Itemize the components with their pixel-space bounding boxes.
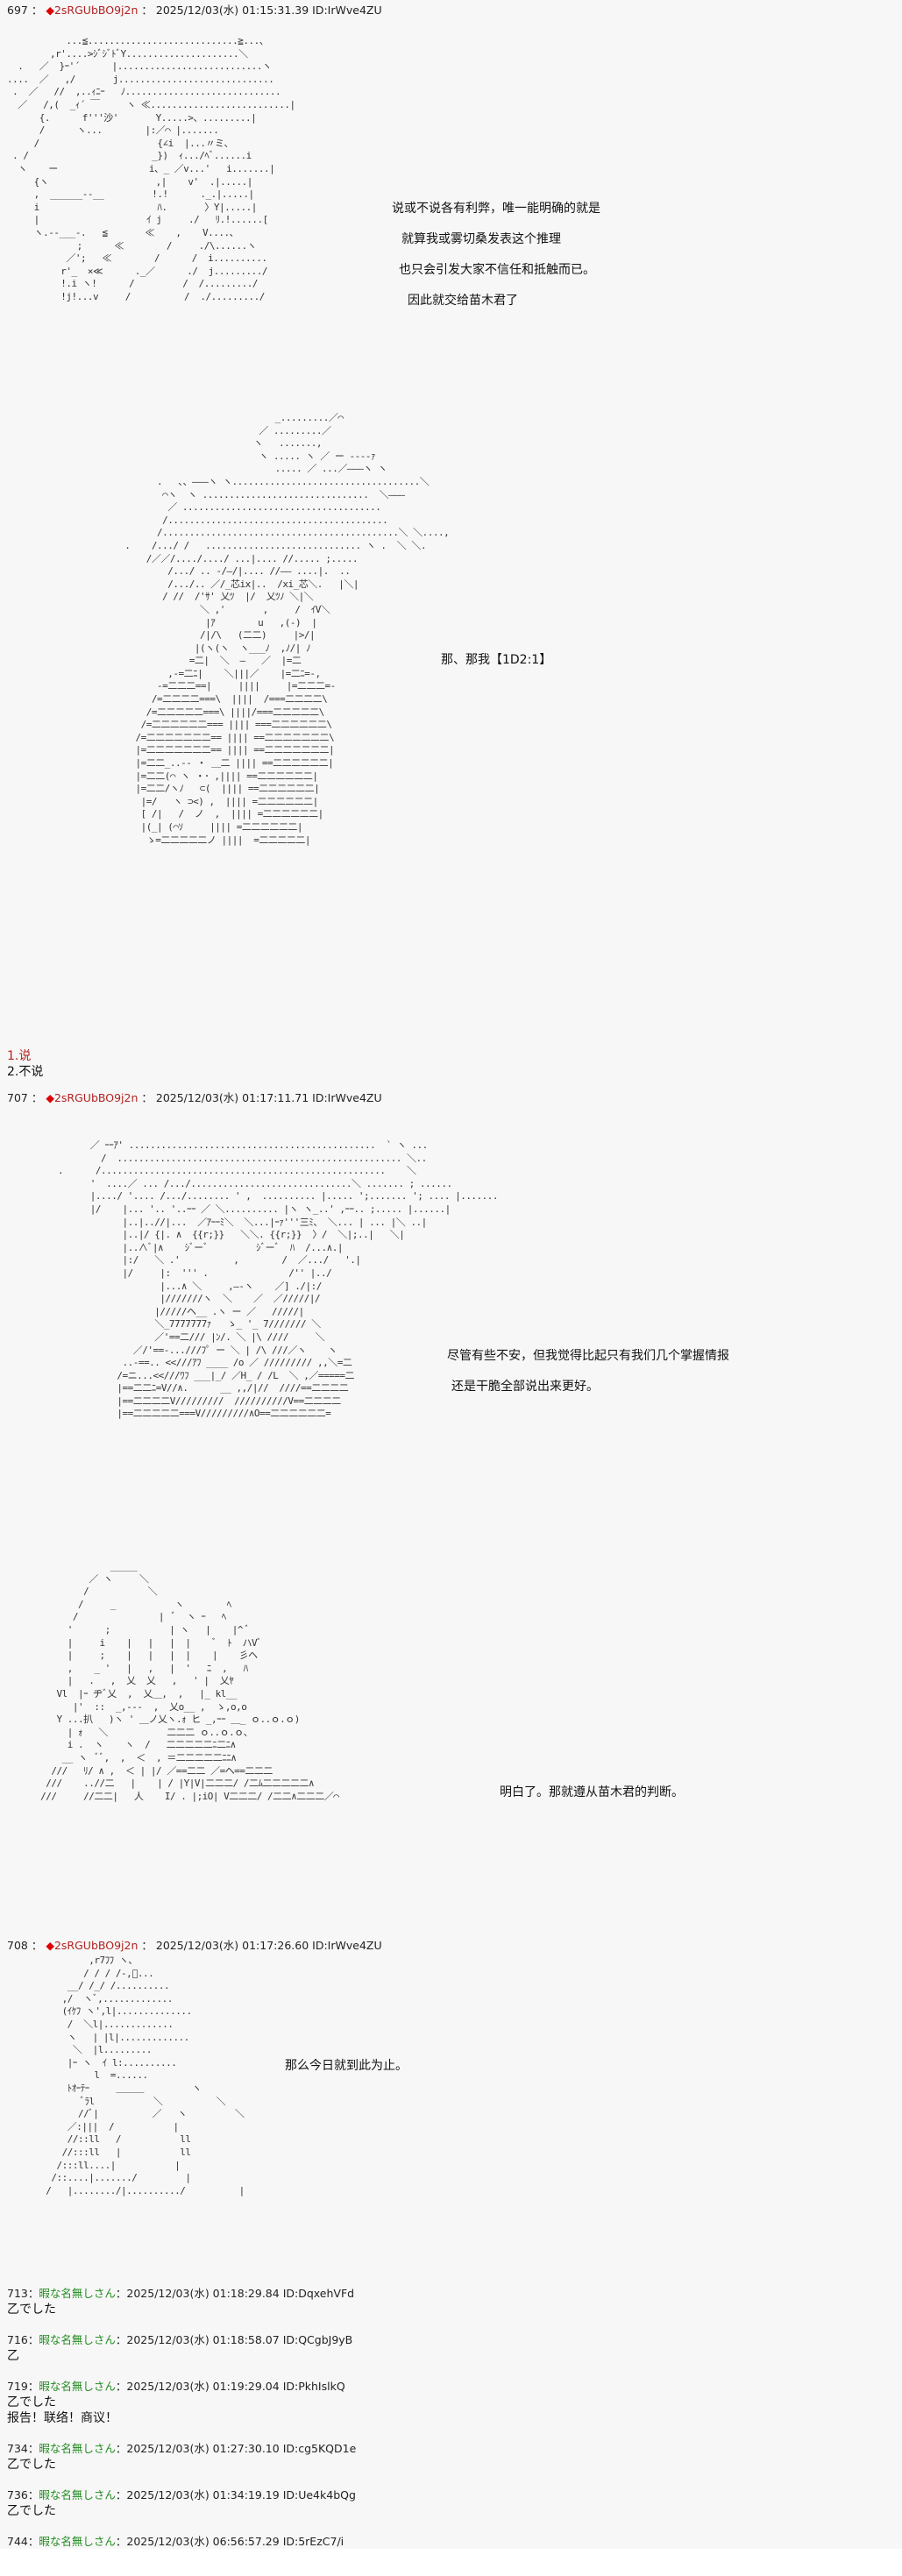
- reply-header: 716：暇な名無しさん：2025/12/03(水) 01:18:58.07 ID…: [7, 2333, 352, 2347]
- author-name[interactable]: 暇な名無しさん: [39, 2488, 116, 2501]
- post-header-707: 707 ： ◆2sRGUbBO9j2n ： 2025/12/03(水) 01:1…: [7, 1091, 382, 1105]
- post-id[interactable]: ID:Ue4k4bQg: [282, 2488, 356, 2501]
- post-date: 2025/12/03(水) 01:15:31.39: [155, 4, 309, 17]
- dialogue-line: 还是干脆全部说出来更好。: [451, 1380, 599, 1394]
- reply-text: 报告！联络！商议！: [7, 2411, 117, 2425]
- diamond-icon: ◆: [46, 1939, 54, 1952]
- dialogue-line: 那么今日就到此为止。: [285, 2059, 408, 2073]
- reply-body: 乙でした: [7, 2302, 56, 2317]
- post-id[interactable]: ID:QCgbJ9yB: [282, 2333, 353, 2346]
- separator: ：: [31, 1091, 43, 1104]
- ascii-art-character-2: _.........／⌒ ／ .........／ ヽ ......., ヽ .…: [124, 412, 450, 846]
- reply-header: 744：暇な名無しさん：2025/12/03(水) 06:56:57.29 ID…: [7, 2535, 344, 2549]
- post-date: 2025/12/03(水) 01:18:29.84: [126, 2287, 280, 2300]
- separator: ：: [115, 2333, 127, 2346]
- post-header-697: 697 ： ◆2sRGUbBO9j2n ： 2025/12/03(水) 01:1…: [7, 4, 382, 18]
- reply-header: 713：暇な名無しさん：2025/12/03(水) 01:18:29.84 ID…: [7, 2287, 354, 2301]
- dialogue-line: 尽管有些不安，但我觉得比起只有我们几个掌握情报: [447, 1349, 729, 1363]
- post-date: 2025/12/03(水) 01:17:11.71: [155, 1091, 309, 1104]
- reply-body: 乙でした: [7, 2503, 56, 2519]
- post-date: 2025/12/03(水) 01:27:30.10: [126, 2442, 280, 2455]
- separator: ：: [31, 1939, 43, 1952]
- reply-text: 乙: [7, 2349, 19, 2363]
- author-name[interactable]: 暇な名無しさん: [39, 2380, 116, 2393]
- choice-item-1[interactable]: 1.说: [7, 1049, 32, 1063]
- post-id[interactable]: ID:5rEzC7/i: [282, 2535, 344, 2548]
- separator: ：: [27, 2287, 39, 2300]
- choice-list: 1.说 2.不说: [7, 1048, 43, 1080]
- post-number[interactable]: 708: [7, 1939, 28, 1952]
- post-id[interactable]: ID:PkhIslkQ: [282, 2380, 345, 2393]
- post-date: 2025/12/03(水) 01:19:29.04: [126, 2380, 280, 2393]
- separator: ：: [115, 2380, 127, 2393]
- dialogue-line: 那、那我【1D2:1】: [441, 653, 552, 667]
- dialogue-line: 也只会引发大家不信任和抵触而已。: [399, 263, 595, 277]
- post-id[interactable]: ID:DqxehVFd: [282, 2287, 355, 2300]
- author-trip[interactable]: ◆2sRGUbBO9j2n: [46, 4, 138, 17]
- post-date: 2025/12/03(水) 01:34:19.19: [126, 2488, 280, 2501]
- author-name[interactable]: 暇な名無しさん: [39, 2535, 116, 2548]
- choice-item-2[interactable]: 2.不说: [7, 1065, 44, 1079]
- author-name: 2sRGUbBO9j2n: [53, 1091, 138, 1104]
- reply-text: 乙でした: [7, 2303, 56, 2317]
- reply-text: 乙でした: [7, 2395, 56, 2409]
- reply-header: 736：暇な名無しさん：2025/12/03(水) 01:34:19.19 ID…: [7, 2488, 356, 2502]
- post-date: 2025/12/03(水) 01:17:26.60: [155, 1939, 309, 1952]
- post-number[interactable]: 697: [7, 4, 28, 17]
- ascii-art-character-1: ...≦............................≧...、 ,r…: [7, 35, 295, 302]
- post-number[interactable]: 744: [7, 2535, 28, 2548]
- author-name: 2sRGUbBO9j2n: [53, 4, 138, 17]
- reply-header: 734：暇な名無しさん：2025/12/03(水) 01:27:30.10 ID…: [7, 2442, 356, 2456]
- dialogue-line: 说或不说各有利弊，唯一能明确的就是: [392, 202, 600, 216]
- author-name[interactable]: 暇な名無しさん: [39, 2333, 116, 2346]
- separator: ：: [141, 1939, 153, 1952]
- separator: ：: [115, 2488, 127, 2501]
- separator: ：: [115, 2287, 127, 2300]
- dialogue-line: 因此就交给苗木君了: [408, 294, 518, 308]
- separator: ：: [27, 2442, 39, 2455]
- post-id[interactable]: ID:IrWve4ZU: [312, 1091, 382, 1104]
- diamond-icon: ◆: [46, 1091, 54, 1104]
- separator: ：: [27, 2333, 39, 2346]
- post-id[interactable]: ID:IrWve4ZU: [312, 4, 382, 17]
- author-name: 2sRGUbBO9j2n: [53, 1939, 138, 1952]
- separator: ：: [115, 2535, 127, 2548]
- reply-body: 乙: [7, 2348, 19, 2364]
- separator: ：: [141, 4, 153, 17]
- ascii-art-character-5: ,r7ﾌﾌ ヽ、 / / / /-,ﾞ... __/ /_/ /........…: [46, 1955, 245, 2196]
- post-header-708: 708 ： ◆2sRGUbBO9j2n ： 2025/12/03(水) 01:1…: [7, 1939, 382, 1953]
- reply-text: 乙でした: [7, 2458, 56, 2472]
- post-number[interactable]: 713: [7, 2287, 28, 2300]
- ascii-art-character-3: ／ ｰｰｱ' .................................…: [58, 1139, 499, 1420]
- post-id[interactable]: ID:cg5KQD1e: [282, 2442, 357, 2455]
- post-number[interactable]: 736: [7, 2488, 28, 2501]
- author-name[interactable]: 暇な名無しさん: [39, 2442, 116, 2455]
- post-id[interactable]: ID:IrWve4ZU: [312, 1939, 382, 1952]
- post-date: 2025/12/03(水) 06:56:57.29: [126, 2535, 280, 2548]
- author-trip[interactable]: ◆2sRGUbBO9j2n: [46, 1091, 138, 1104]
- separator: ：: [115, 2442, 127, 2455]
- separator: ：: [31, 4, 43, 17]
- post-number[interactable]: 716: [7, 2333, 28, 2346]
- separator: ：: [141, 1091, 153, 1104]
- reply-header: 719：暇な名無しさん：2025/12/03(水) 01:19:29.04 ID…: [7, 2380, 345, 2394]
- post-number[interactable]: 719: [7, 2380, 28, 2393]
- reply-text: 乙でした: [7, 2504, 56, 2518]
- separator: ：: [27, 2380, 39, 2393]
- separator: ：: [27, 2488, 39, 2501]
- reply-body: 乙でした 报告！联络！商议！: [7, 2395, 117, 2426]
- post-number[interactable]: 734: [7, 2442, 28, 2455]
- author-name[interactable]: 暇な名無しさん: [39, 2287, 116, 2300]
- dialogue-line: 就算我或雾切桑发表这个推理: [401, 232, 561, 246]
- diamond-icon: ◆: [46, 4, 54, 17]
- separator: ：: [27, 2535, 39, 2548]
- post-date: 2025/12/03(水) 01:18:58.07: [126, 2333, 280, 2346]
- ascii-art-character-4: _____ ／ ヽ ＼ / ＼ / _ ヽ ﾍ / | ﾞ ヽ ｰ ﾍ ' ; …: [40, 1560, 339, 1802]
- dialogue-line: 明白了。那就遵从苗木君的判断。: [500, 1785, 684, 1799]
- reply-body: 乙でした: [7, 2457, 56, 2473]
- author-trip[interactable]: ◆2sRGUbBO9j2n: [46, 1939, 138, 1952]
- post-number[interactable]: 707: [7, 1091, 28, 1104]
